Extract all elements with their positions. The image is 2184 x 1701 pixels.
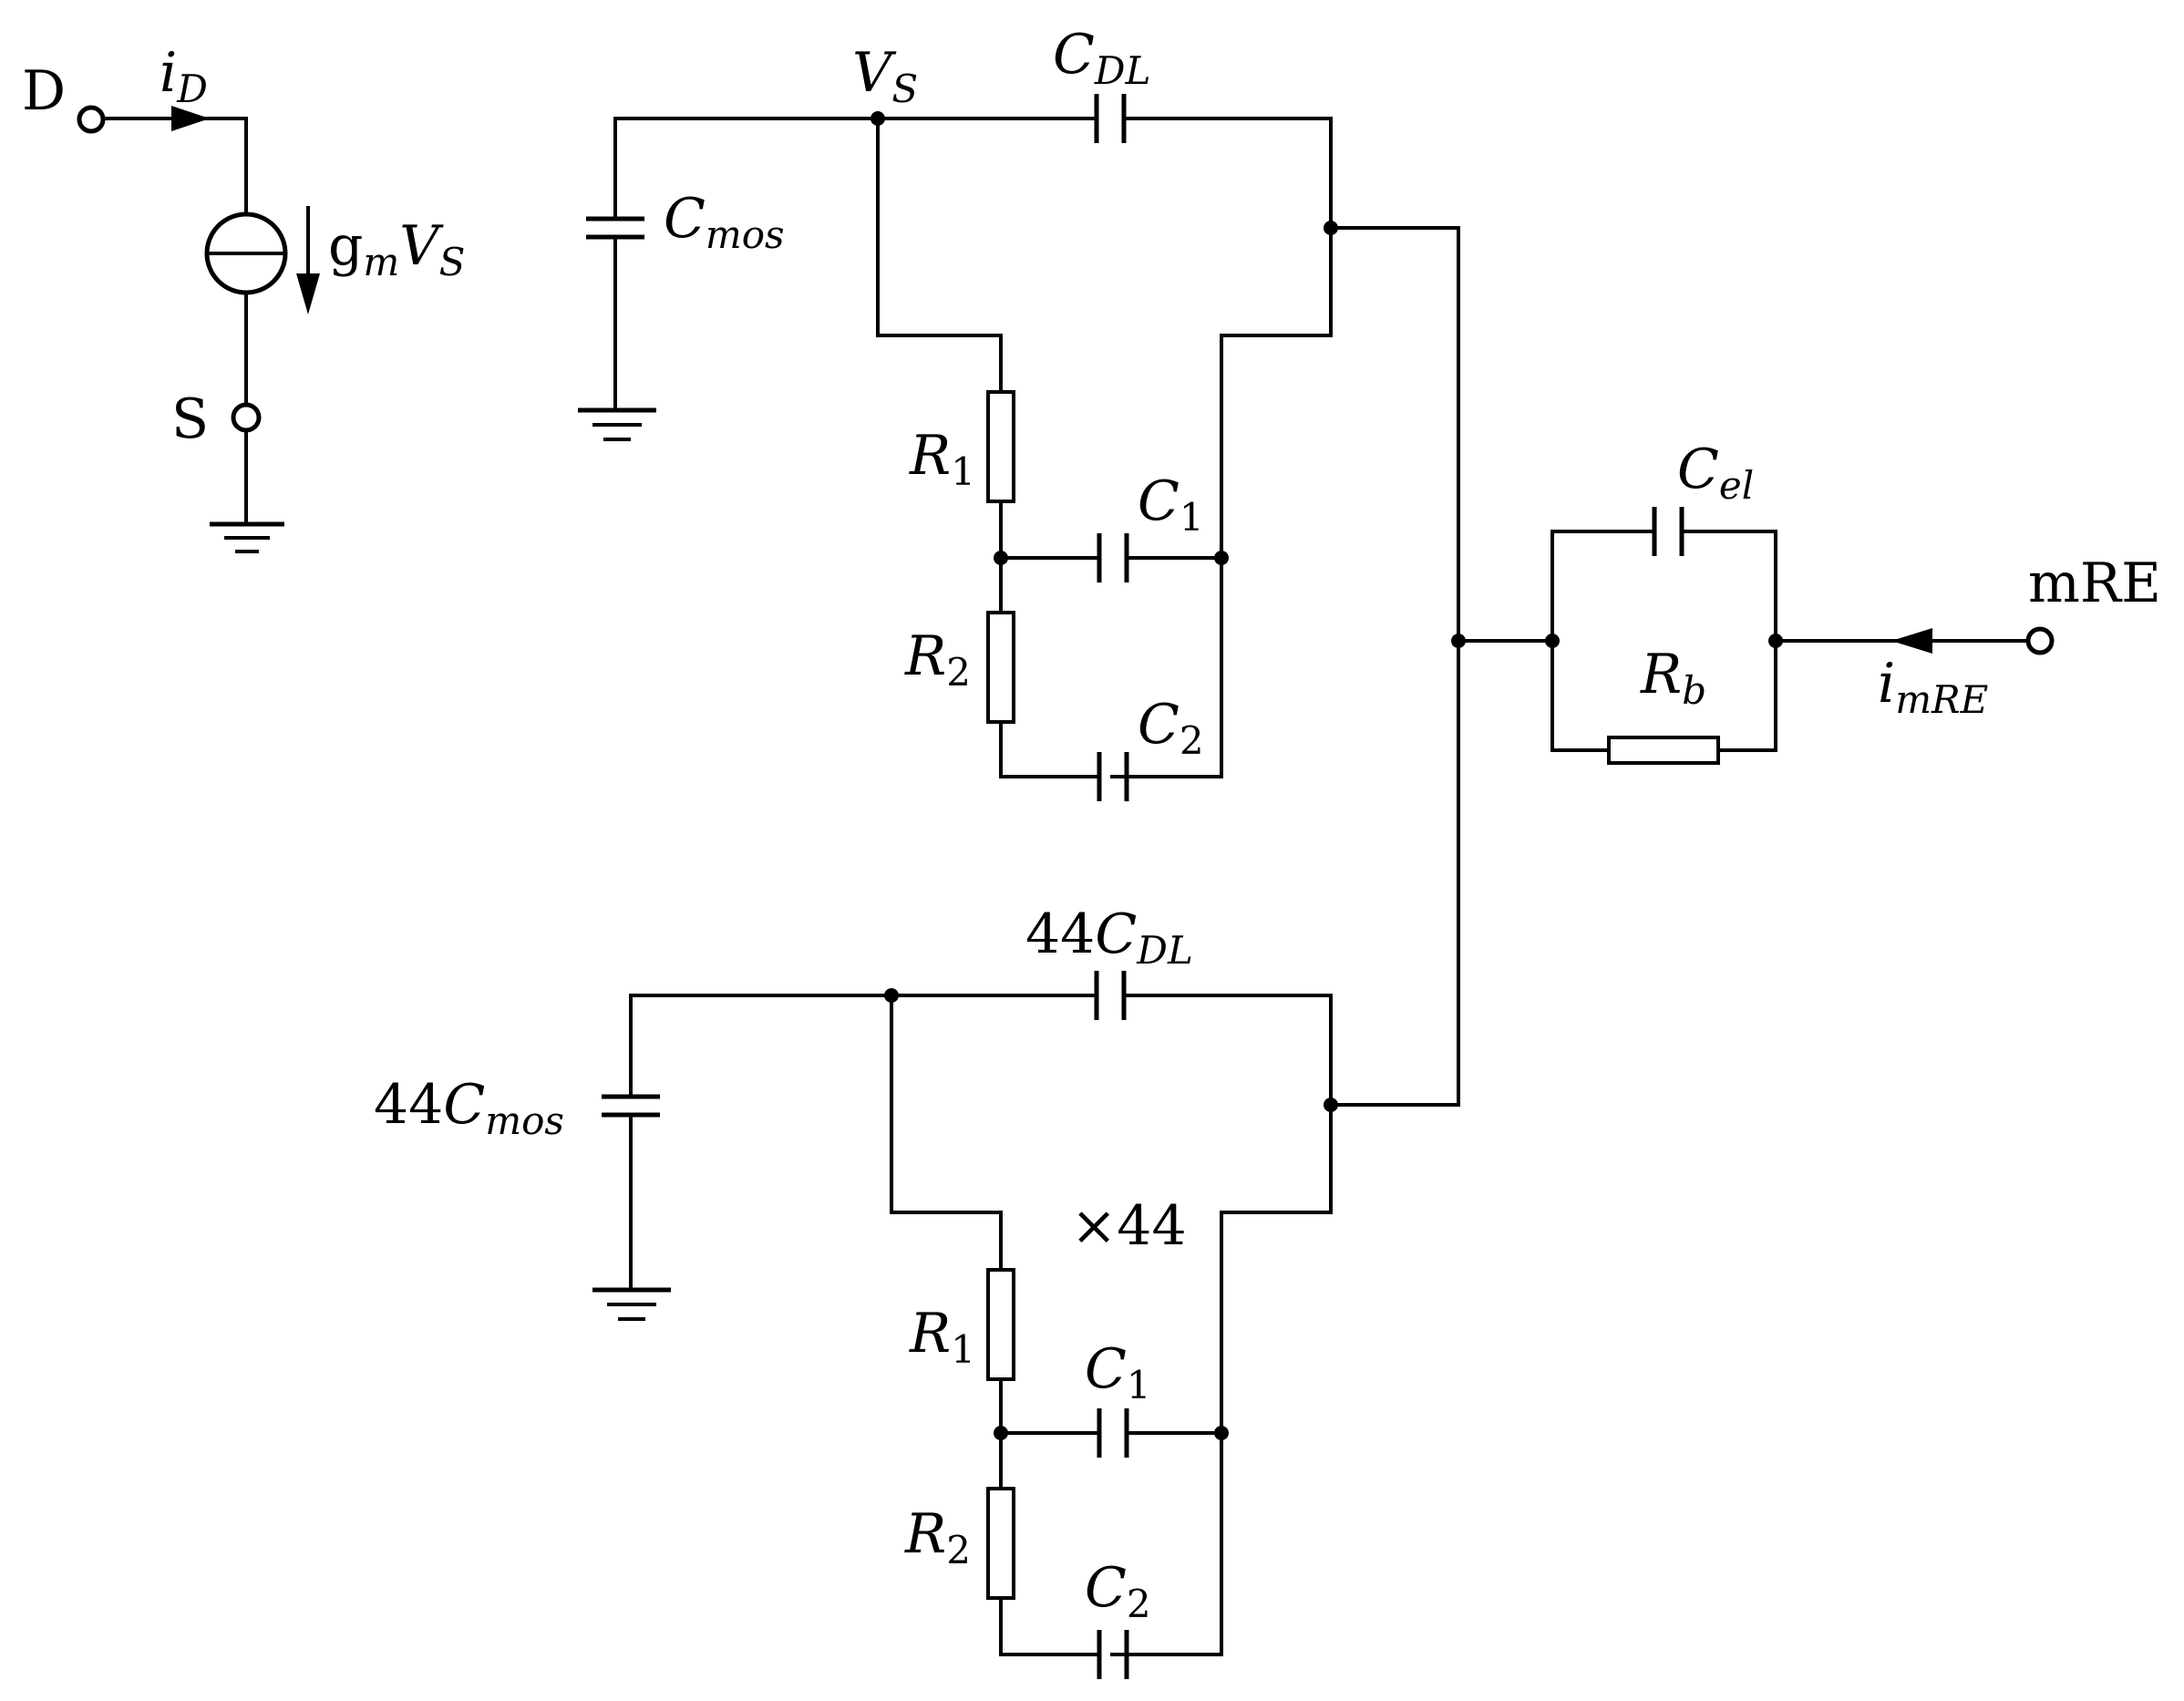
c-mos-top-capacitor [586, 216, 644, 240]
node-electrode-left-dot [1545, 634, 1560, 648]
transistor-model: D S iD gmVS [22, 41, 465, 553]
top-network: VS CDL Cmos R1 C1 R2 C2 [578, 23, 1460, 801]
bottom-network: 44CDL 44Cmos ×44 R1 C1 R2 C2 [374, 902, 1460, 1679]
c-dl-top-label: CDL [1053, 23, 1151, 93]
r1-bottom-resistor [986, 1268, 1015, 1381]
node-vs-dot [871, 111, 885, 126]
drain-current-label: iD [160, 41, 208, 111]
r1-bottom-label: R1 [909, 1302, 975, 1372]
ground-symbol-source [210, 521, 284, 553]
electrode-model: Cel Rb mRE imRE [1451, 226, 2161, 1107]
node-vs-label: VS [852, 41, 918, 111]
node-bottom-top-dot [884, 988, 899, 1003]
c-mos-top-label: Cmos [664, 187, 785, 257]
c-dl-bottom-label: 44CDL [1025, 902, 1193, 973]
r2-top-resistor [986, 611, 1015, 724]
c-mos-bottom-label: 44Cmos [374, 1073, 564, 1143]
r2-top-label: R2 [904, 624, 971, 695]
multiplier-label: ×44 [1071, 1194, 1187, 1258]
c2-top-capacitor [1097, 752, 1129, 801]
ground-symbol-top [578, 407, 656, 441]
drain-current-arrow [171, 106, 210, 131]
c2-bottom-capacitor [1097, 1630, 1129, 1679]
c-mos-bottom-capacitor [602, 1094, 660, 1118]
c-el-capacitor [1652, 507, 1684, 556]
node-top-r1-dot [994, 551, 1008, 565]
c1-top-label: C1 [1138, 469, 1204, 540]
c1-bottom-label: C1 [1085, 1337, 1151, 1407]
source-terminal[interactable] [231, 402, 262, 433]
c-dl-bottom-capacitor [1094, 971, 1127, 1020]
transconductance-label: gmVS [328, 214, 465, 284]
c1-top-capacitor [1097, 533, 1129, 582]
r2-bottom-resistor [986, 1487, 1015, 1600]
r-b-label: Rb [1640, 643, 1706, 713]
gm-arrow-head [296, 273, 320, 314]
node-bottom-r1-dot [994, 1426, 1008, 1440]
source-label: S [171, 387, 209, 451]
node-bus-dot [1451, 634, 1466, 648]
r1-top-resistor [986, 390, 1015, 503]
node-bottom-output-dot [1324, 1098, 1338, 1112]
c-dl-top-capacitor [1094, 94, 1127, 143]
c2-top-label: C2 [1138, 693, 1204, 763]
c1-bottom-capacitor [1097, 1408, 1129, 1458]
c2-bottom-label: C2 [1085, 1556, 1151, 1626]
node-top-c1-dot [1214, 551, 1229, 565]
r2-bottom-label: R2 [904, 1502, 971, 1572]
ground-symbol-bottom [592, 1287, 671, 1321]
r1-top-label: R1 [909, 424, 975, 494]
drain-terminal[interactable] [77, 105, 106, 134]
node-bottom-c1-dot [1214, 1426, 1229, 1440]
node-top-output-dot [1324, 221, 1338, 235]
mre-current-arrow [1891, 628, 1932, 654]
c-el-label: Cel [1677, 438, 1754, 508]
r-b-resistor [1607, 736, 1720, 765]
mre-terminal-label: mRE [2028, 552, 2161, 615]
mre-terminal[interactable] [2025, 626, 2055, 655]
node-electrode-right-dot [1768, 634, 1783, 648]
mre-current-label: imRE [1878, 652, 1988, 722]
drain-label: D [22, 59, 66, 123]
